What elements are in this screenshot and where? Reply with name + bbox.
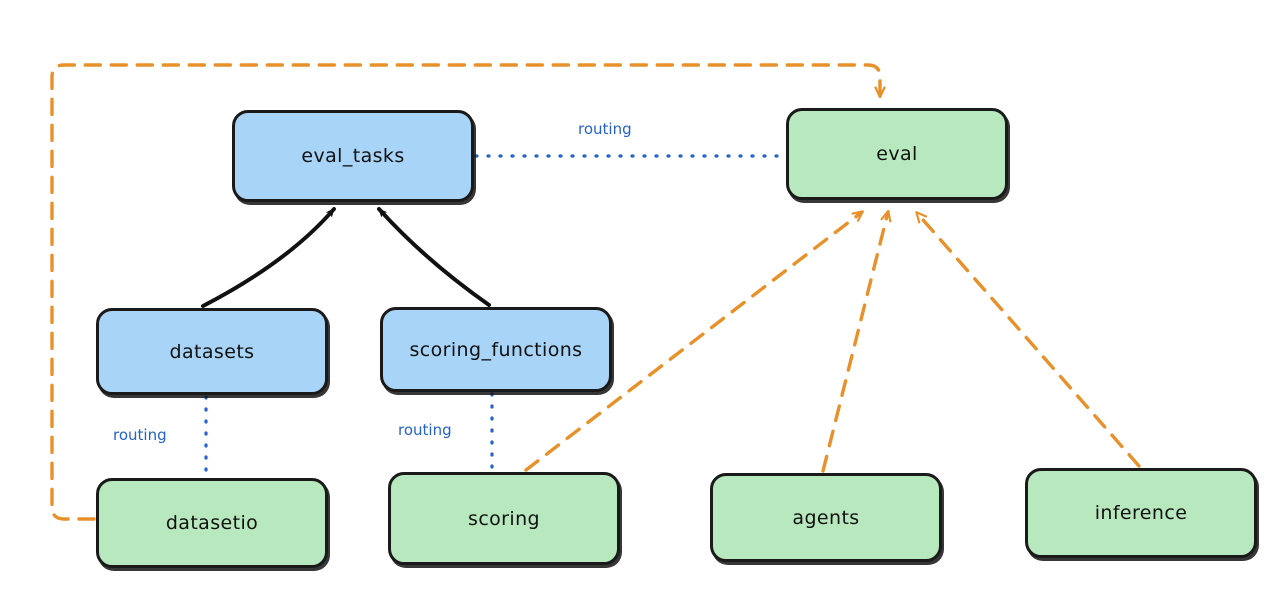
node-label-eval: eval [876, 143, 918, 165]
node-scoring-functions[interactable]: scoring_functions [380, 307, 612, 392]
node-label-datasets: datasets [169, 340, 255, 363]
edge-label-routing-scoring-functions: routing [398, 421, 452, 439]
node-label-agents: agents [792, 506, 860, 529]
edge-scoring-functions-to-eval-tasks [377, 207, 491, 307]
edge-label-routing-datasets: routing [113, 426, 167, 444]
node-label-eval-tasks: eval_tasks [301, 145, 405, 167]
node-eval-tasks[interactable]: eval_tasks [232, 110, 474, 202]
node-agents[interactable]: agents [710, 473, 942, 562]
node-label-scoring-functions: scoring_functions [409, 338, 583, 361]
node-label-inference: inference [1094, 502, 1188, 524]
edge-label-routing-eval-tasks: routing [578, 120, 632, 138]
node-scoring[interactable]: scoring [388, 472, 620, 565]
edge-agents-to-eval [821, 212, 888, 473]
edge-inference-to-eval [917, 213, 1141, 468]
edge-datasets-to-eval-tasks [201, 207, 336, 308]
node-eval[interactable]: eval [786, 108, 1008, 200]
node-inference[interactable]: inference [1025, 468, 1257, 558]
node-datasetio[interactable]: datasetio [96, 478, 328, 568]
node-datasets[interactable]: datasets [96, 308, 328, 395]
node-label-scoring: scoring [468, 507, 540, 530]
node-label-datasetio: datasetio [165, 512, 259, 534]
